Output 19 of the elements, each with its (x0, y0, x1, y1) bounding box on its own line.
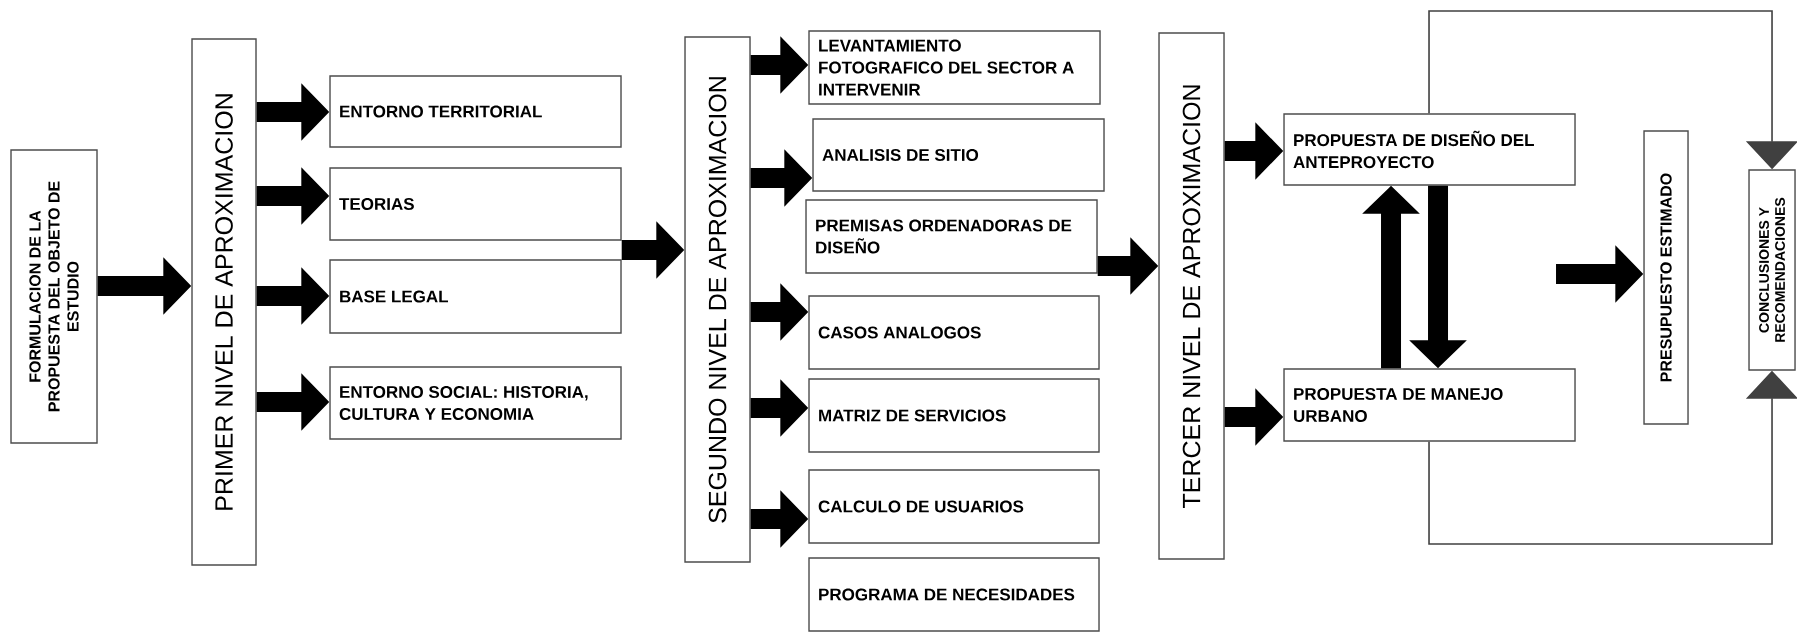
level-box: SEGUNDO NIVEL DE APROXIMACION (684, 36, 751, 563)
process-box: LEVANTAMIENTO FOTOGRAFICO DEL SECTOR A INTERVENIR (808, 30, 1101, 105)
process-box: PROPUESTA DE MANEJO URBANO (1283, 368, 1576, 442)
level-box: TERCER NIVEL DE APROXIMACION (1158, 32, 1225, 560)
process-box: CONCLUSIONES Y RECOMENDACIONES (1748, 169, 1796, 371)
process-box: PROGRAMA DE NECESIDADES (808, 557, 1100, 632)
process-box: FORMULACION DE LA PROPUESTA DEL OBJETO DE ESTUDIO (10, 149, 98, 444)
process-box: PROPUESTA DE DISEÑO DEL ANTEPROYECTO (1283, 113, 1576, 186)
process-box: ANALISIS DE SITIO (812, 118, 1105, 192)
process-box: BASE LEGAL (329, 259, 622, 334)
process-box: MATRIZ DE SERVICIOS (808, 378, 1100, 453)
process-box: ENTORNO SOCIAL: HISTORIA, CULTURA Y ECONOMIA (329, 366, 622, 440)
process-box: ENTORNO TERRITORIAL (329, 75, 622, 148)
process-box: CASOS ANALOGOS (808, 295, 1100, 370)
process-box: TEORIAS (329, 167, 622, 241)
level-box: PRIMER NIVEL DE APROXIMACION (191, 38, 257, 566)
process-box: PRESUPUESTO ESTIMADO (1643, 130, 1689, 425)
process-box: PREMISAS ORDENADORAS DE DISEÑO (805, 199, 1098, 274)
process-box: CALCULO DE USUARIOS (808, 469, 1100, 544)
